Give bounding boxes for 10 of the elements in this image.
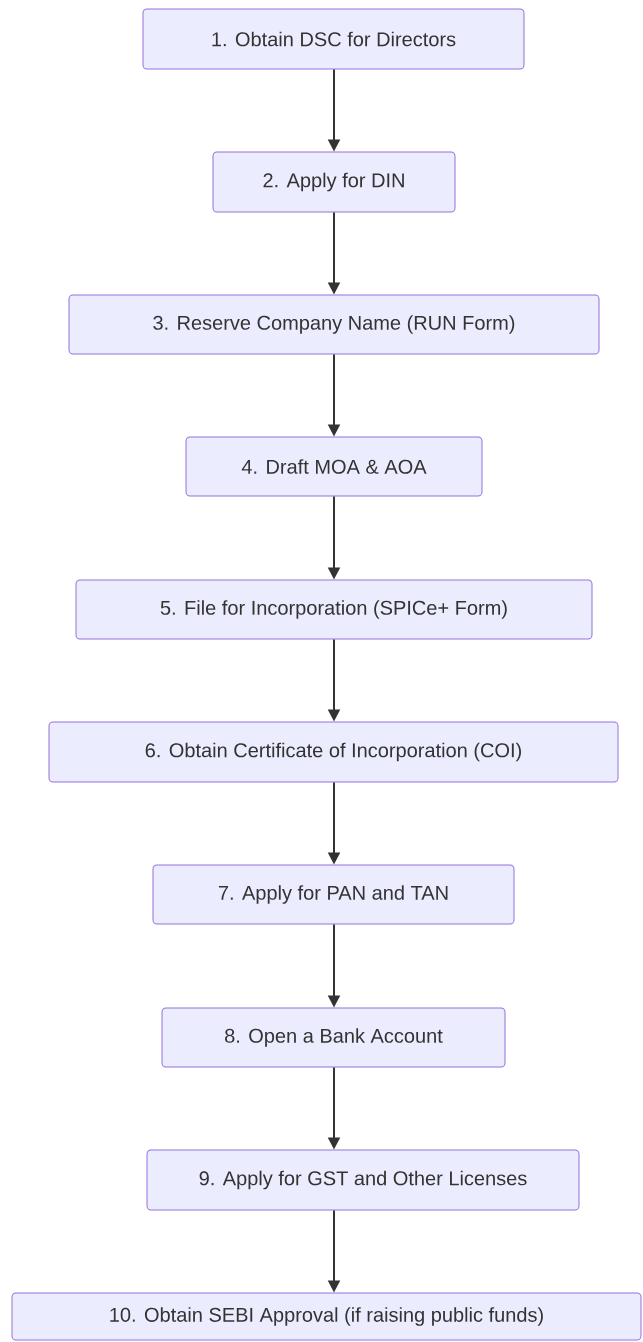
process-box: 4. Draft MOA & AOA bbox=[185, 436, 483, 497]
process-box: 8. Open a Bank Account bbox=[161, 1007, 506, 1068]
process-box: 6. Obtain Certificate of Incorporation (COI) bbox=[48, 721, 619, 783]
process-box: 9. Apply for GST and Other Licenses bbox=[146, 1149, 580, 1211]
process-box: 10. Obtain SEBI Approval (if raising public funds) bbox=[11, 1292, 642, 1341]
process-box: 1. Obtain DSC for Directors bbox=[142, 8, 525, 70]
process-box: 7. Apply for PAN and TAN bbox=[152, 864, 515, 925]
process-box: 3. Reserve Company Name (RUN Form) bbox=[68, 294, 600, 355]
process-box: 2. Apply for DIN bbox=[212, 151, 456, 213]
process-box: 5. File for Incorporation (SPICe+ Form) bbox=[75, 579, 593, 640]
